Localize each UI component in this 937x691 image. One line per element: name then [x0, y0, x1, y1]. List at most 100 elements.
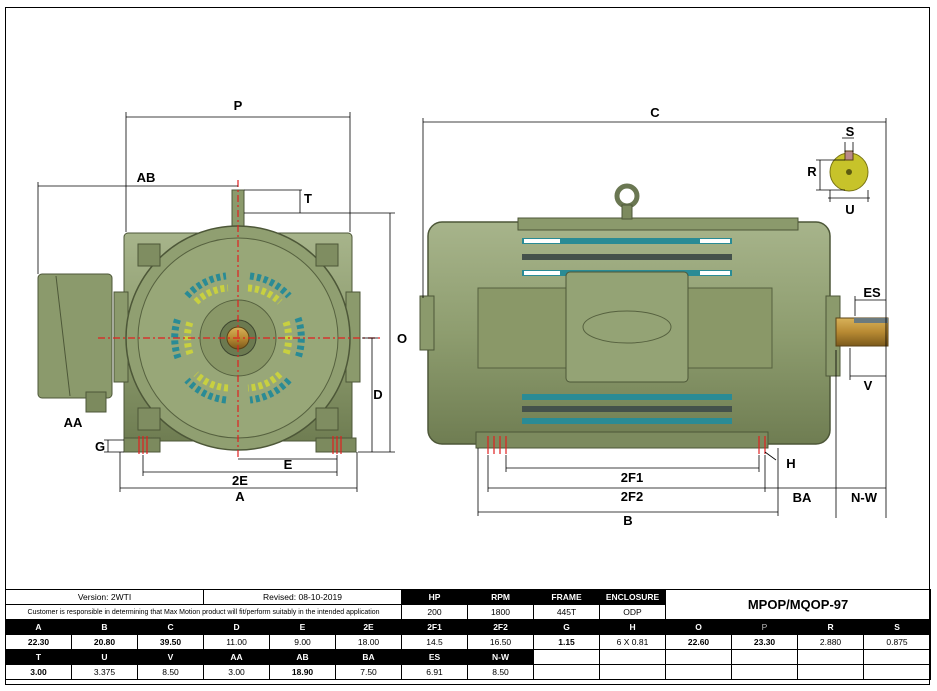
empty-cell: [731, 649, 799, 665]
dims-header-row-2: T U V AA AB BA ES N-W: [5, 649, 932, 665]
dim-header: V: [136, 649, 205, 665]
top-vents: [522, 238, 732, 276]
dim-value: 22.30: [5, 634, 72, 650]
dim-header: B: [71, 619, 138, 635]
front-dimension-lines: [37, 112, 395, 492]
dims-value-row-1: 22.30 20.80 39.50 11.00 9.00 18.00 14.5 …: [5, 634, 932, 650]
dim-header: S: [863, 619, 932, 635]
dim-value: 14.5: [401, 634, 469, 650]
dim-value: 3.00: [5, 664, 72, 680]
terminal-box: [37, 273, 113, 399]
spec-value-hp: 200: [401, 604, 469, 620]
dim-label-aa: AA: [64, 415, 83, 430]
side-dimension-lines: [422, 118, 887, 518]
empty-cell: [863, 649, 932, 665]
dim-value: 23.30: [731, 634, 799, 650]
dim-value: 18.90: [269, 664, 337, 680]
dim-label-d: D: [373, 387, 382, 402]
dim-header: T: [5, 649, 72, 665]
bottom-vents: [522, 394, 732, 424]
dim-label-u: U: [845, 202, 854, 217]
dim-header: O: [665, 619, 733, 635]
dim-header: 2E: [335, 619, 403, 635]
dim-header: G: [533, 619, 601, 635]
dim-label-p: P: [234, 98, 243, 113]
info-row-1: Version: 2WTI Revised: 08-10-2019 HP RPM…: [4, 589, 932, 620]
spec-value-frame: 445T: [533, 604, 601, 620]
empty-cell: [731, 664, 799, 680]
version-text: Version: 2WTI: [4, 589, 205, 605]
lifting-eyebolt: [614, 183, 640, 209]
dim-header: E: [269, 619, 337, 635]
dim-header: D: [203, 619, 271, 635]
dim-label-t: T: [304, 191, 312, 206]
specification-table: Version: 2WTI Revised: 08-10-2019 HP RPM…: [4, 589, 932, 680]
dimension-labels: P AB T O AA G D E 2E A C S R U ES V H 2F…: [64, 98, 881, 528]
side-view: [419, 183, 889, 454]
dim-header: C: [136, 619, 205, 635]
model-number: MPOP/MQOP-97: [665, 589, 932, 620]
dim-value: 0.875: [863, 634, 932, 650]
dim-value: 8.50: [467, 664, 535, 680]
dim-value: 3.375: [71, 664, 138, 680]
spec-value-enclosure: ODP: [599, 604, 667, 620]
dim-header: BA: [335, 649, 403, 665]
customer-note: Customer is responsible in determining t…: [4, 604, 403, 620]
dim-value: 3.00: [203, 664, 271, 680]
empty-cell: [797, 649, 865, 665]
dim-value: 22.60: [665, 634, 733, 650]
dim-header: 2F2: [467, 619, 535, 635]
dim-label-2f1: 2F1: [621, 470, 643, 485]
spec-header-hp: HP: [401, 589, 469, 605]
spec-value-rpm: 1800: [467, 604, 535, 620]
shaft-end-view: [829, 150, 869, 192]
dim-label-r: R: [807, 164, 817, 179]
spec-header-enclosure: ENCLOSURE: [599, 589, 667, 605]
dim-header: A: [5, 619, 72, 635]
dim-label-c: C: [650, 105, 660, 120]
dim-header: R: [797, 619, 865, 635]
dim-label-v: V: [864, 378, 873, 393]
empty-cell: [797, 664, 865, 680]
dim-label-b: B: [623, 513, 632, 528]
spec-header-frame: FRAME: [533, 589, 601, 605]
dim-value: 7.50: [335, 664, 403, 680]
dim-header: AA: [203, 649, 271, 665]
dims-value-row-2: 3.00 3.375 8.50 3.00 18.90 7.50 6.91 8.5…: [5, 664, 932, 680]
empty-cell: [599, 664, 667, 680]
empty-cell: [665, 649, 733, 665]
empty-cell: [665, 664, 733, 680]
dim-value: 16.50: [467, 634, 535, 650]
dim-label-a: A: [235, 489, 245, 504]
spec-header-rpm: RPM: [467, 589, 535, 605]
dim-label-es: ES: [863, 285, 881, 300]
revised-text: Revised: 08-10-2019: [203, 589, 403, 605]
dim-value: 2.880: [797, 634, 865, 650]
dim-label-h: H: [786, 456, 795, 471]
dim-header: U: [71, 649, 138, 665]
dim-value: 18.00: [335, 634, 403, 650]
dim-label-e: E: [284, 457, 293, 472]
dim-header: 2F1: [401, 619, 469, 635]
dim-header: AB: [269, 649, 337, 665]
dim-value: 6 X 0.81: [599, 634, 667, 650]
dim-label-ba: BA: [793, 490, 812, 505]
dim-header: P: [731, 619, 799, 635]
dim-header: N-W: [467, 649, 535, 665]
dim-label-o: O: [397, 331, 407, 346]
empty-cell: [533, 664, 601, 680]
dim-label-s: S: [846, 124, 855, 139]
drawing-frame: [5, 7, 930, 685]
dim-value: 1.15: [533, 634, 601, 650]
dim-label-2f2: 2F2: [621, 489, 643, 504]
empty-cell: [533, 649, 601, 665]
dim-value: 9.00: [269, 634, 337, 650]
dim-value: 20.80: [71, 634, 138, 650]
dim-label-2e: 2E: [232, 473, 248, 488]
dim-value: 6.91: [401, 664, 469, 680]
dim-label-nw: N-W: [851, 490, 878, 505]
dims-header-row-1: A B C D E 2E 2F1 2F2 G H O P R S: [5, 619, 932, 635]
dim-value: 8.50: [136, 664, 205, 680]
dim-value: 39.50: [136, 634, 205, 650]
